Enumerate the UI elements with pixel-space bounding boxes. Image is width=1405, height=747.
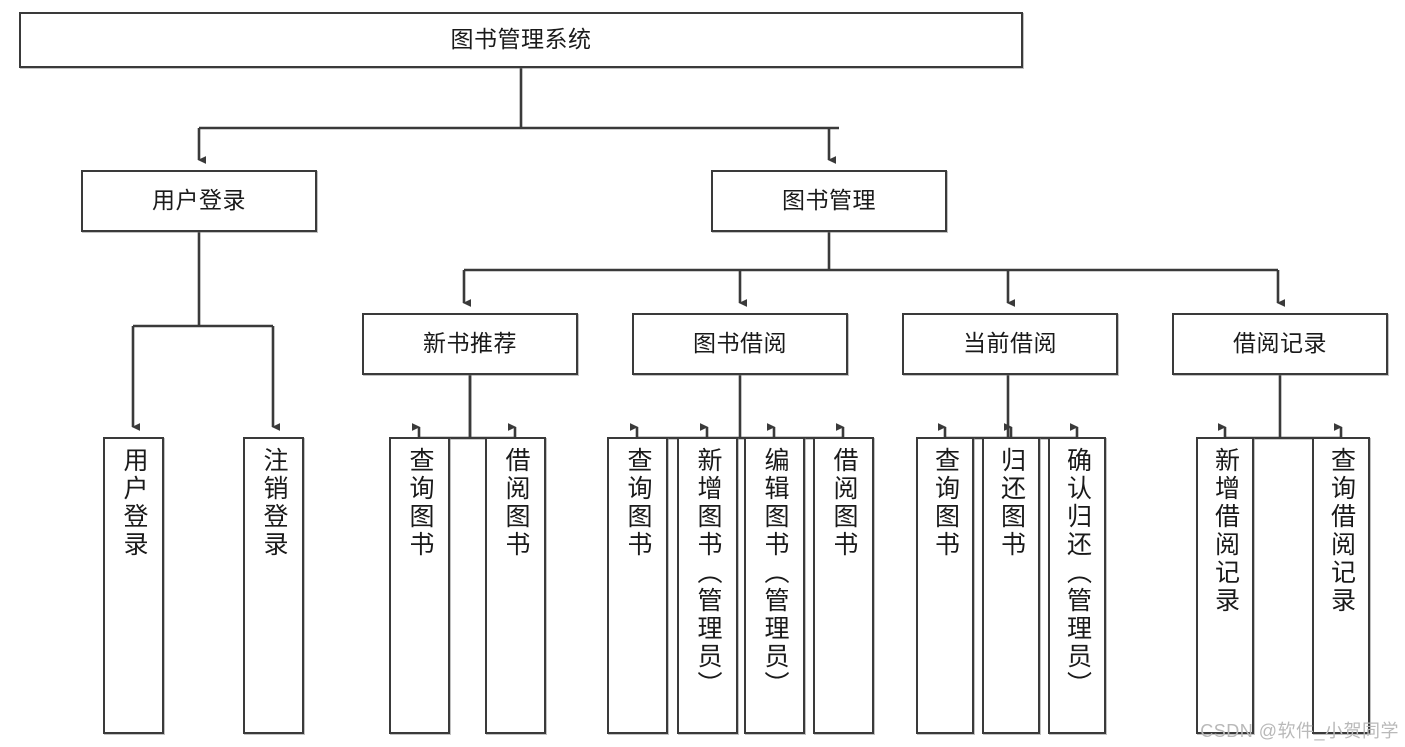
csdn-watermark: CSDN @软件_小贺同学 [1200, 721, 1399, 741]
leaf-query-borrow-record-label: 查询借阅记录 [1327, 447, 1356, 615]
leaf-query-book-rec[interactable]: 查询图书 [389, 437, 450, 734]
leaf-confirm-return-admin[interactable]: 确认归还（管理员） [1048, 437, 1106, 734]
leaf-query-book-current[interactable]: 查询图书 [916, 437, 974, 734]
leaf-add-book-admin-label: 新增图书（管理员） [694, 447, 722, 699]
node-book-management-label: 图书管理 [782, 187, 876, 214]
node-book-management[interactable]: 图书管理 [711, 170, 947, 232]
leaf-add-borrow-record-label: 新增借阅记录 [1211, 447, 1240, 615]
node-book-borrow[interactable]: 图书借阅 [632, 313, 848, 375]
node-new-book-recommend-label: 新书推荐 [423, 330, 517, 357]
leaf-confirm-return-admin-label: 确认归还（管理员） [1063, 447, 1092, 699]
leaf-return-book[interactable]: 归还图书 [982, 437, 1040, 734]
node-user-login-label: 用户登录 [152, 187, 246, 214]
leaf-query-borrow-record[interactable]: 查询借阅记录 [1312, 437, 1370, 734]
leaf-borrow-book-rec-label: 借阅图书 [502, 447, 530, 559]
node-new-book-recommend[interactable]: 新书推荐 [362, 313, 578, 375]
leaf-edit-book-admin-label: 编辑图书（管理员） [761, 447, 789, 699]
leaf-borrow-book[interactable]: 借阅图书 [813, 437, 874, 734]
leaf-add-borrow-record[interactable]: 新增借阅记录 [1196, 437, 1254, 734]
leaf-return-book-label: 归还图书 [997, 447, 1026, 559]
leaf-borrow-book-label: 借阅图书 [830, 447, 858, 559]
leaf-query-book-borrow-label: 查询图书 [624, 447, 652, 559]
leaf-user-login[interactable]: 用户登录 [103, 437, 164, 734]
leaf-logout[interactable]: 注销登录 [243, 437, 304, 734]
node-root[interactable]: 图书管理系统 [19, 12, 1023, 68]
node-borrow-record-label: 借阅记录 [1233, 330, 1327, 357]
leaf-query-book-rec-label: 查询图书 [406, 447, 434, 559]
leaf-edit-book-admin[interactable]: 编辑图书（管理员） [744, 437, 805, 734]
leaf-add-book-admin[interactable]: 新增图书（管理员） [677, 437, 738, 734]
node-current-borrow-label: 当前借阅 [963, 330, 1057, 357]
leaf-user-login-label: 用户登录 [120, 447, 148, 559]
leaf-logout-label: 注销登录 [260, 447, 288, 559]
leaf-borrow-book-rec[interactable]: 借阅图书 [485, 437, 546, 734]
leaf-query-book-borrow[interactable]: 查询图书 [607, 437, 668, 734]
leaf-query-book-current-label: 查询图书 [931, 447, 960, 559]
node-book-borrow-label: 图书借阅 [693, 330, 787, 357]
node-borrow-record[interactable]: 借阅记录 [1172, 313, 1388, 375]
node-user-login[interactable]: 用户登录 [81, 170, 317, 232]
node-root-label: 图书管理系统 [450, 26, 592, 53]
node-current-borrow[interactable]: 当前借阅 [902, 313, 1118, 375]
